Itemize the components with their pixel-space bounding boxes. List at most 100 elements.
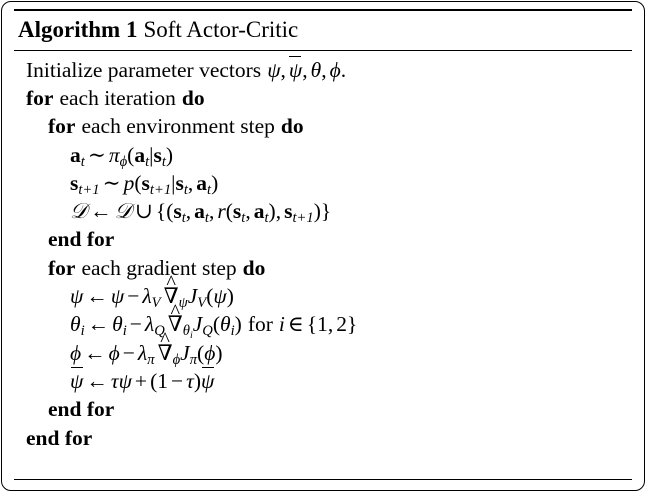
keyword-end-for-3: end for [26, 425, 93, 450]
subscript-t-7: t [204, 210, 209, 227]
brace-open-2: { [306, 312, 318, 337]
paren-open-5: ( [206, 284, 214, 309]
subscript-v-1: V [151, 295, 161, 312]
comma-9: , [327, 312, 334, 337]
symbol-tau-2: τ [186, 368, 194, 393]
operator-plus-1: + [134, 368, 148, 393]
subscript-phi: ϕ [119, 153, 128, 170]
comma-4: , [187, 170, 194, 195]
symbol-s-7: s [284, 199, 293, 224]
line-update-phi: ϕ←ϕ−λπ∇ϕJπ(ϕ) [14, 339, 632, 367]
symbol-tau-1: τ [110, 368, 119, 393]
symbol-s-2: s [70, 170, 79, 195]
operator-leftarrow-5: ← [86, 368, 108, 393]
symbol-lambda-pi: λ [137, 340, 148, 365]
subscript-t: t [80, 153, 85, 170]
operator-minus-2: − [129, 312, 142, 337]
subscript-theta-i: θi [182, 323, 193, 341]
keyword-end-for-2: end for [48, 397, 115, 422]
algorithm-top-rule [14, 9, 632, 11]
brace-open-1: { [155, 199, 167, 224]
comma-2: , [302, 57, 308, 82]
keyword-for-1: for [26, 85, 54, 110]
algorithm-title-rule [14, 49, 632, 51]
paren-open-2: ( [134, 170, 142, 195]
each-iteration-text: each iteration [59, 85, 176, 110]
comma-5: , [185, 199, 192, 224]
paren-open-6: ( [212, 312, 221, 337]
symbol-psi-2: ψ [110, 284, 125, 309]
symbol-phi-2: ϕ [108, 340, 120, 365]
symbol-psi-bar-1: ψ [70, 367, 83, 395]
symbol-a-5: a [253, 199, 265, 224]
symbol-psi-4: ψ [118, 368, 132, 393]
brace-close-2: } [347, 312, 358, 337]
symbol-objective-j-1: J [187, 284, 198, 309]
symbol-a-4: a [194, 199, 205, 224]
comma-6: , [208, 199, 215, 224]
line-sample-action: at∼πϕ(at|st) [14, 141, 632, 169]
symbol-a-3: a [196, 170, 208, 195]
symbol-phi: ϕ [329, 57, 341, 82]
value-one-2: 1 [157, 368, 168, 393]
value-one: 1 [317, 312, 328, 337]
subscript-t-8: t [241, 210, 246, 227]
symbol-replay-buffer-1: 𝒟 [70, 199, 88, 225]
subscript-t-2: t [145, 153, 150, 170]
subscript-pi-1: π [147, 351, 155, 368]
keyword-for-3: for [48, 255, 76, 280]
line-end-for-gradient-step: end for [14, 395, 632, 423]
symbol-s-5: s [173, 199, 182, 224]
subscript-theta-part: θ [182, 323, 190, 340]
symbol-replay-buffer-2: 𝒟 [114, 199, 132, 225]
paren-open-1: ( [127, 142, 135, 167]
subscript-t-plus-1-b: t+1 [149, 181, 172, 198]
operator-minus-3: − [122, 340, 135, 365]
comma-7: , [245, 199, 251, 224]
symbol-theta-1: θ [70, 312, 81, 337]
keyword-do-1: do [181, 85, 205, 110]
subscript-pi-2: π [189, 351, 198, 368]
paren-close-3: ) [268, 199, 276, 224]
paren-close-1: ) [165, 142, 174, 167]
symbol-psi-bar: ψ [289, 56, 302, 84]
line-end-for-environment-step: end for [14, 225, 632, 253]
subscript-v-2: V [197, 295, 207, 312]
period-1: . [340, 57, 347, 82]
value-two: 2 [336, 312, 347, 337]
line-append-replay-buffer: 𝒟←𝒟∪{(st,at,r(st,at),st+1)} [14, 197, 632, 225]
each-gradient-step-text: each gradient step [81, 255, 237, 280]
symbol-pi: π [108, 142, 120, 167]
operator-leftarrow-2: ← [86, 284, 108, 309]
initialize-text: Initialize parameter vectors [26, 57, 262, 82]
symbol-index-i: i [278, 312, 285, 337]
operator-leftarrow-3: ← [87, 312, 110, 337]
symbol-psi-3: ψ [213, 284, 227, 309]
paren-close-2: ) [211, 170, 219, 195]
subscript-t-5: t [207, 181, 212, 198]
symbol-reward: r [217, 199, 226, 224]
symbol-mid-1: | [149, 142, 154, 167]
symbol-phi-1: ϕ [70, 340, 82, 365]
keyword-do-2: do [280, 114, 304, 139]
operator-in: ∈ [287, 312, 304, 337]
each-environment-step-text: each environment step [81, 114, 275, 139]
subscript-t-9: t [264, 210, 269, 227]
operator-cup: ∪ [134, 199, 153, 224]
algorithm-bottom-rule [14, 479, 632, 480]
symbol-a: a [70, 142, 81, 167]
subscript-q-2: Q [202, 323, 213, 340]
symbol-psi: ψ [267, 57, 281, 82]
symbol-objective-j-2: J [192, 312, 203, 337]
line-end-for-iteration: end for [14, 424, 632, 452]
algorithm-name-label: Soft Actor-Critic [143, 17, 299, 42]
paren-close-4: ) [313, 199, 321, 224]
subscript-t-4: t [183, 181, 188, 198]
subscript-t-plus-1: t+1 [78, 181, 100, 198]
subscript-t-3: t [161, 153, 166, 170]
